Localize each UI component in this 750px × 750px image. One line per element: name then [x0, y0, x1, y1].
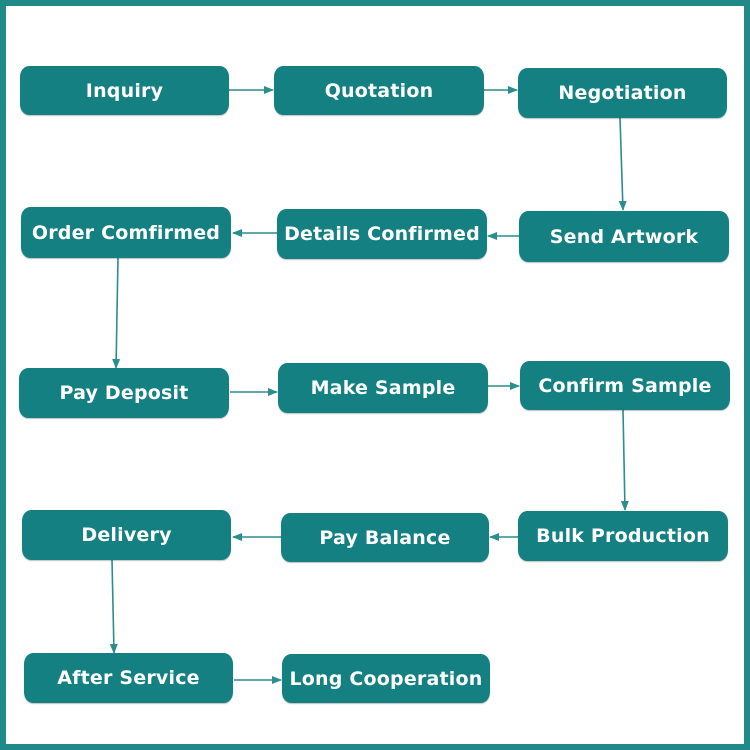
step-pay-deposit: Pay Deposit: [19, 368, 229, 418]
step-make-sample: Make Sample: [278, 363, 488, 413]
step-negotiation: Negotiation: [518, 68, 727, 118]
step-confirm-sample: Confirm Sample: [520, 361, 730, 410]
step-send-artwork: Send Artwork: [519, 211, 729, 262]
step-long-cooperation: Long Cooperation: [282, 654, 490, 703]
step-bulk-production: Bulk Production: [518, 511, 728, 561]
arrow-negotiation-send-artwork: [618, 117, 627, 211]
arrow-confirm-sample-bulk-production: [620, 409, 629, 511]
step-quotation: Quotation: [274, 66, 484, 115]
arrow-delivery-after-service: [109, 559, 118, 654]
step-after-service: After Service: [24, 653, 233, 703]
step-order-confirmed: Order Comfirmed: [21, 207, 231, 258]
step-inquiry: Inquiry: [20, 66, 229, 115]
step-details-confirmed: Details Confirmed: [277, 209, 487, 259]
arrow-order-confirmed-pay-deposit: [112, 257, 121, 369]
step-delivery: Delivery: [22, 510, 231, 560]
step-pay-balance: Pay Balance: [281, 513, 489, 562]
